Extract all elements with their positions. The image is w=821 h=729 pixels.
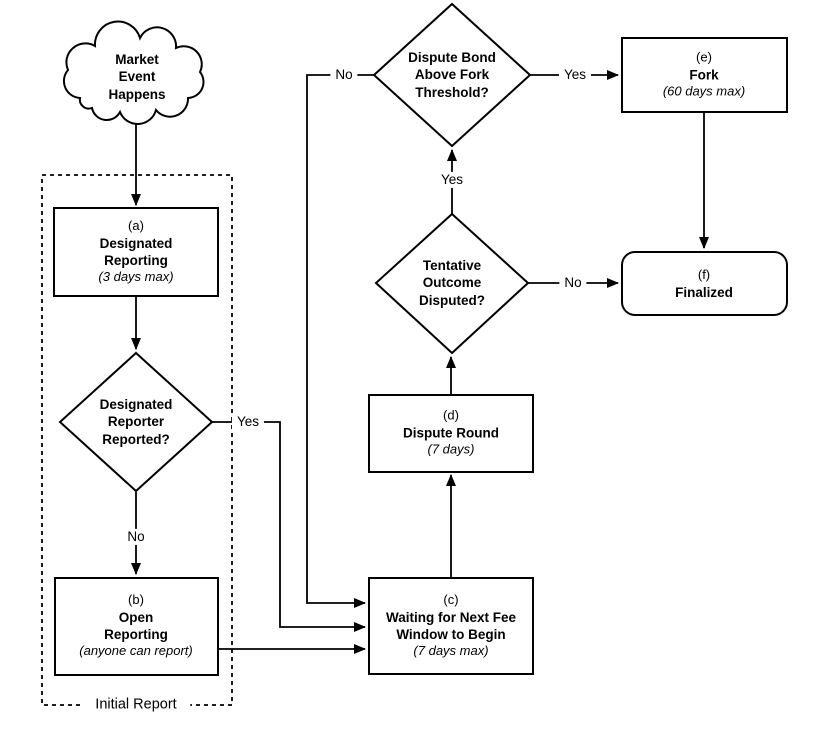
edge-designated-reporter-yes-to-c <box>212 421 366 632</box>
node-b-box <box>54 577 219 676</box>
edge-label-tentative-outcome-yes: Yes <box>435 171 469 189</box>
node-a-box <box>53 207 219 297</box>
edge-dispute-bond-no-to-c <box>306 74 374 608</box>
edge-label-tentative-outcome-no: No <box>559 274 587 292</box>
initial-report-caption: Initial Report <box>81 696 191 714</box>
edge-label-dispute-bond-no: No <box>330 66 358 84</box>
edge-label-designated-reporter-no: No <box>122 528 150 546</box>
edge-label-designated-reporter-yes: Yes <box>231 413 265 431</box>
market-event-cloud <box>63 20 205 125</box>
decision-dispute-bond <box>372 2 532 148</box>
decision-tentative-outcome <box>374 212 530 355</box>
node-e-box <box>621 37 788 113</box>
edge-label-dispute-bond-yes: Yes <box>558 66 592 84</box>
decision-designated-reporter <box>58 351 214 493</box>
node-f-box <box>621 251 788 316</box>
node-c-box <box>368 577 534 675</box>
node-d-box <box>368 394 534 473</box>
